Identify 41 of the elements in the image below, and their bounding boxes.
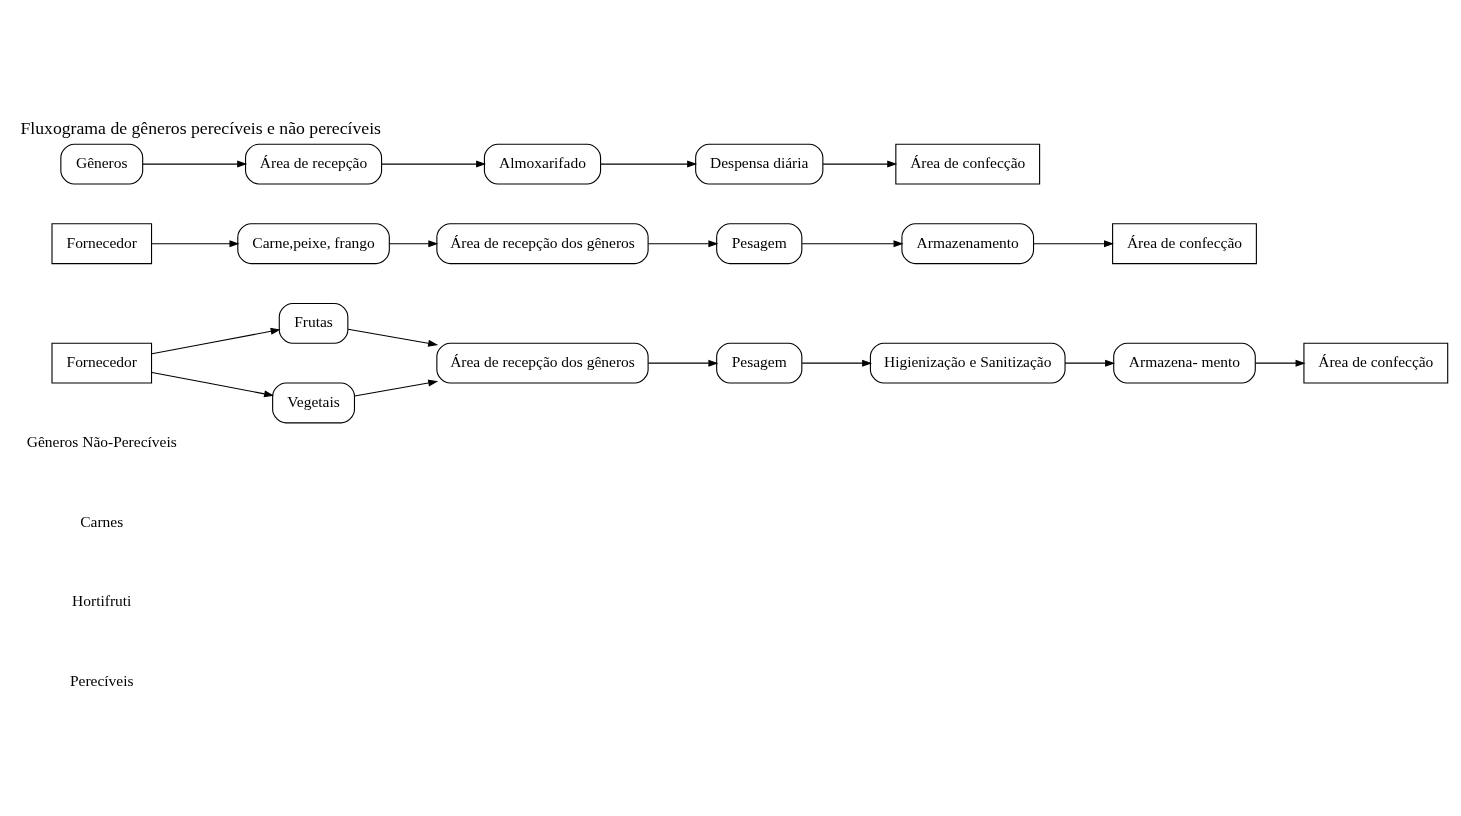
arrow xyxy=(347,328,439,347)
label: Perecíveis xyxy=(69,671,134,689)
node-box: Fornecedor xyxy=(51,222,153,264)
node-box: Pesagem xyxy=(716,342,803,384)
label: Gêneros Não-Perecíveis xyxy=(26,432,177,450)
node-box: Frutas xyxy=(278,302,349,344)
node-box: Armazena- mento xyxy=(1113,342,1256,384)
arrow xyxy=(1254,359,1306,367)
arrow xyxy=(647,359,719,367)
arrow xyxy=(388,239,439,247)
arrow xyxy=(151,239,240,247)
node-box: Área de recepção dos gêneros xyxy=(436,342,649,384)
arrow xyxy=(142,160,248,168)
node-box: Armazenamento xyxy=(901,222,1035,264)
node-box: Higienização e Sanitização xyxy=(869,342,1066,384)
node-box: Área de recepção xyxy=(245,143,383,185)
arrow xyxy=(354,379,439,396)
node-box: Vegetais xyxy=(272,382,356,423)
node-box: Pesagem xyxy=(716,222,803,264)
node-box: Despensa diária xyxy=(695,143,824,185)
arrow xyxy=(381,160,487,168)
arrow xyxy=(647,239,719,247)
arrow xyxy=(600,160,698,168)
arrow xyxy=(151,327,281,354)
arrow xyxy=(801,239,904,247)
label: Carnes xyxy=(80,512,124,529)
arrow xyxy=(151,371,275,397)
label: Hortifruti xyxy=(72,591,132,609)
node-box: Área de confecção xyxy=(1303,342,1449,384)
node-box: Gêneros xyxy=(60,143,144,185)
arrow xyxy=(822,160,898,168)
node-box: Almoxarifado xyxy=(483,143,602,185)
node-box: Área de recepção dos gêneros xyxy=(436,222,649,264)
arrow xyxy=(1064,359,1116,367)
diagram-title: Fluxograma de gêneros perecíveis e não perecíveis xyxy=(20,117,381,138)
node-box: Área de confecção xyxy=(1112,222,1257,264)
node-box: Área de confecção xyxy=(895,143,1041,185)
node-box: Fornecedor xyxy=(51,342,153,384)
node-box: Carne,peixe, frango xyxy=(237,222,390,264)
arrow xyxy=(801,359,873,367)
arrow xyxy=(1033,239,1114,247)
